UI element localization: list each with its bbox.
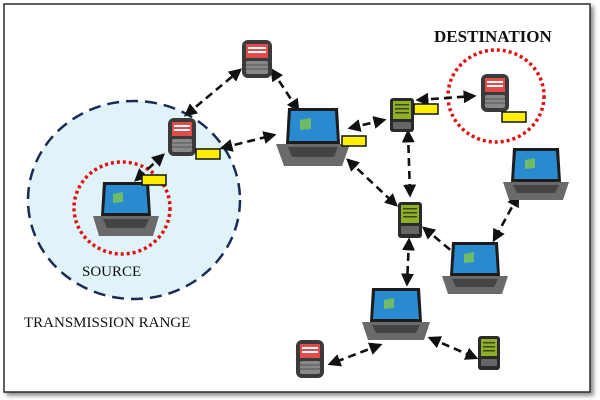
status-tag	[501, 111, 527, 123]
laptop-icon	[503, 148, 569, 200]
laptop-icon	[442, 242, 508, 294]
smartphone-icon	[296, 340, 324, 378]
link-arrow	[492, 193, 520, 243]
link-arrow	[400, 237, 416, 287]
destination-label: DESTINATION	[434, 27, 552, 46]
status-tag	[195, 148, 221, 160]
destination-node-ring	[446, 48, 546, 144]
laptop-icon	[276, 108, 350, 166]
link-arrow	[346, 158, 398, 207]
transmission-range-label: TRANSMISSION RANGE	[24, 315, 190, 331]
laptop-icon	[93, 182, 159, 236]
link-arrow	[401, 129, 417, 198]
link-arrow	[184, 68, 242, 117]
pda-icon	[390, 98, 414, 132]
status-tag	[141, 174, 167, 186]
source-label: SOURCE	[82, 264, 141, 280]
laptop-icon	[362, 288, 430, 340]
links-layer	[134, 67, 520, 367]
status-tag	[413, 103, 439, 115]
pda-icon	[398, 202, 422, 238]
link-arrow	[219, 131, 277, 152]
link-arrow	[327, 342, 383, 367]
smartphone-icon	[168, 118, 196, 156]
smartphone-icon	[481, 74, 509, 112]
link-arrow	[415, 90, 477, 106]
pda-icon	[478, 336, 500, 370]
link-arrow	[427, 336, 479, 360]
link-arrow	[134, 153, 165, 182]
source-node-ring	[72, 160, 172, 256]
smartphone-icon	[242, 40, 272, 78]
status-tag	[341, 135, 367, 147]
link-arrow	[347, 116, 387, 132]
link-arrow	[270, 67, 300, 113]
